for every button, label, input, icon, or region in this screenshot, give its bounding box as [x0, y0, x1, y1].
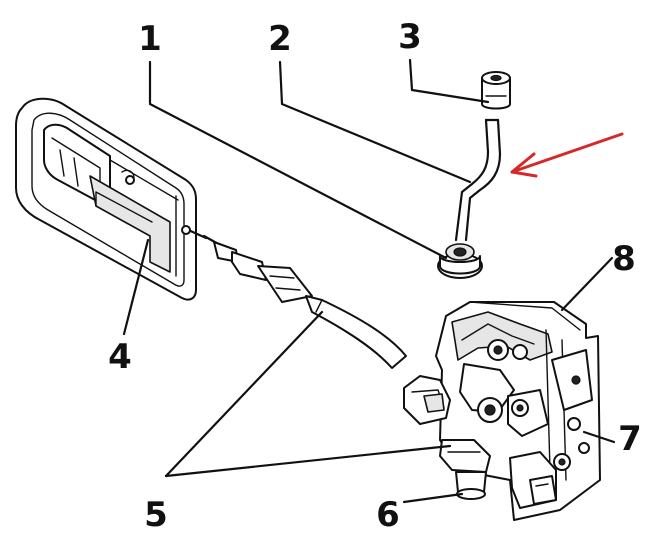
callout-2: 2: [268, 19, 292, 59]
red-arrow-indicator: [510, 132, 624, 178]
leader-1: [148, 60, 448, 260]
door-handle-part: [15, 97, 208, 301]
callout-1: 1: [138, 19, 162, 59]
cable-part: [202, 234, 407, 369]
callout-5: 5: [144, 495, 168, 535]
leader-2: [278, 60, 472, 184]
leader-5a: [164, 310, 324, 478]
lock-assembly-part: [403, 301, 601, 521]
leader-4: [122, 238, 150, 336]
leader-5b: [164, 444, 452, 478]
callout-6: 6: [376, 495, 400, 535]
leader-6: [402, 492, 464, 504]
callout-7: 7: [618, 419, 642, 459]
grommet-part: [437, 243, 483, 279]
leader-lines: [122, 58, 616, 504]
callout-8: 8: [612, 239, 636, 279]
cap-part: [481, 71, 511, 110]
callout-3: 3: [398, 17, 422, 57]
leader-8: [560, 256, 614, 312]
rod-part: [454, 118, 502, 242]
leader-7: [582, 430, 616, 444]
callout-4: 4: [108, 337, 132, 377]
leader-3: [408, 58, 490, 104]
